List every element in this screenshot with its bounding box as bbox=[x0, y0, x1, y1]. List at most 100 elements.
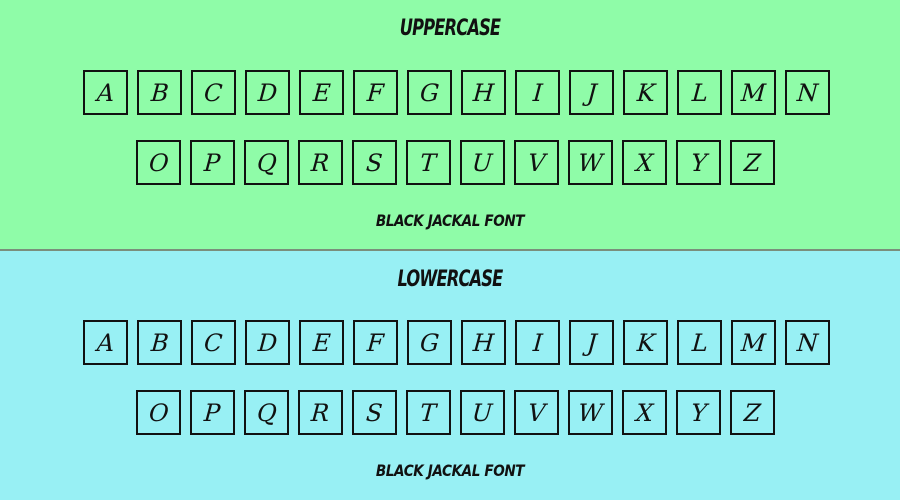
glyph-box-n: N bbox=[785, 70, 830, 115]
glyph-letter: Z bbox=[743, 398, 762, 427]
glyph-box-d: D bbox=[245, 70, 290, 115]
glyph-box-s: S bbox=[352, 140, 397, 185]
lowercase-footer: BLACK JACKAL FONT bbox=[375, 461, 525, 480]
glyph-letter: T bbox=[419, 148, 438, 177]
glyph-letter: G bbox=[418, 328, 441, 357]
glyph-box-o: O bbox=[136, 390, 181, 435]
glyph-box-i: I bbox=[515, 320, 560, 365]
glyph-box-q: Q bbox=[244, 140, 289, 185]
glyph-letter: B bbox=[149, 78, 170, 107]
glyph-box-f: F bbox=[353, 70, 398, 115]
glyph-box-g: G bbox=[407, 70, 452, 115]
glyph-box-m: M bbox=[731, 70, 776, 115]
glyph-letter: H bbox=[472, 78, 495, 107]
glyph-letter: D bbox=[256, 78, 279, 107]
glyph-box-j: J bbox=[569, 70, 614, 115]
glyph-box-r: R bbox=[298, 140, 343, 185]
glyph-letter: D bbox=[256, 328, 279, 357]
glyph-box-u: U bbox=[460, 140, 505, 185]
glyph-letter: X bbox=[634, 398, 655, 427]
glyph-letter: V bbox=[526, 398, 547, 427]
glyph-box-x: X bbox=[622, 140, 667, 185]
glyph-letter: U bbox=[471, 398, 494, 427]
glyph-box-l: L bbox=[677, 320, 722, 365]
glyph-box-t: T bbox=[406, 140, 451, 185]
uppercase-footer: BLACK JACKAL FONT bbox=[375, 211, 525, 230]
glyph-box-e: E bbox=[299, 320, 344, 365]
glyph-letter: A bbox=[95, 328, 116, 357]
glyph-box-y: Y bbox=[676, 390, 721, 435]
glyph-box-j: J bbox=[569, 320, 614, 365]
glyph-letter: G bbox=[418, 78, 441, 107]
glyph-letter: M bbox=[740, 78, 767, 107]
glyph-letter: J bbox=[585, 78, 598, 107]
glyph-box-m: M bbox=[731, 320, 776, 365]
glyph-box-b: B bbox=[137, 320, 182, 365]
glyph-letter: S bbox=[365, 148, 384, 177]
section-divider bbox=[0, 249, 900, 251]
glyph-letter: I bbox=[531, 328, 544, 357]
glyph-letter: C bbox=[203, 328, 224, 357]
glyph-box-n: N bbox=[785, 320, 830, 365]
glyph-letter: N bbox=[796, 328, 819, 357]
glyph-letter: P bbox=[203, 398, 222, 427]
glyph-letter: O bbox=[147, 398, 170, 427]
glyph-box-w: W bbox=[568, 390, 613, 435]
glyph-letter: F bbox=[366, 328, 385, 357]
glyph-box-c: C bbox=[191, 320, 236, 365]
glyph-letter: P bbox=[203, 148, 222, 177]
glyph-box-l: L bbox=[677, 70, 722, 115]
glyph-letter: S bbox=[365, 398, 384, 427]
glyph-box-a: A bbox=[83, 320, 128, 365]
glyph-box-h: H bbox=[461, 320, 506, 365]
glyph-letter: W bbox=[577, 398, 604, 427]
glyph-letter: F bbox=[366, 78, 385, 107]
glyph-box-p: P bbox=[190, 390, 235, 435]
glyph-box-z: Z bbox=[730, 140, 775, 185]
glyph-box-w: W bbox=[568, 140, 613, 185]
glyph-letter: Q bbox=[255, 398, 278, 427]
glyph-letter: H bbox=[472, 328, 495, 357]
glyph-letter: U bbox=[471, 148, 494, 177]
glyph-box-k: K bbox=[623, 70, 668, 115]
lowercase-title: LOWERCASE bbox=[397, 267, 504, 292]
glyph-letter: B bbox=[149, 328, 170, 357]
glyph-letter: X bbox=[634, 148, 655, 177]
glyph-box-a: A bbox=[83, 70, 128, 115]
glyph-box-q: Q bbox=[244, 390, 289, 435]
glyph-letter: E bbox=[311, 78, 332, 107]
glyph-box-d: D bbox=[245, 320, 290, 365]
glyph-box-v: V bbox=[514, 390, 559, 435]
glyph-box-t: T bbox=[406, 390, 451, 435]
glyph-box-z: Z bbox=[730, 390, 775, 435]
glyph-box-x: X bbox=[622, 390, 667, 435]
glyph-letter: V bbox=[526, 148, 547, 177]
glyph-box-i: I bbox=[515, 70, 560, 115]
glyph-letter: R bbox=[310, 398, 331, 427]
glyph-box-p: P bbox=[190, 140, 235, 185]
glyph-letter: A bbox=[95, 78, 116, 107]
glyph-letter: M bbox=[740, 328, 767, 357]
glyph-letter: R bbox=[310, 148, 331, 177]
glyph-letter: K bbox=[635, 78, 656, 107]
glyph-letter: L bbox=[690, 78, 709, 107]
glyph-box-g: G bbox=[407, 320, 452, 365]
glyph-letter: K bbox=[635, 328, 656, 357]
glyph-box-k: K bbox=[623, 320, 668, 365]
glyph-letter: Y bbox=[689, 398, 708, 427]
glyph-box-o: O bbox=[136, 140, 181, 185]
glyph-letter: W bbox=[577, 148, 604, 177]
glyph-box-s: S bbox=[352, 390, 397, 435]
glyph-letter: N bbox=[796, 78, 819, 107]
glyph-letter: I bbox=[531, 78, 544, 107]
glyph-letter: Q bbox=[255, 148, 278, 177]
glyph-box-e: E bbox=[299, 70, 344, 115]
glyph-box-v: V bbox=[514, 140, 559, 185]
glyph-box-u: U bbox=[460, 390, 505, 435]
glyph-box-b: B bbox=[137, 70, 182, 115]
